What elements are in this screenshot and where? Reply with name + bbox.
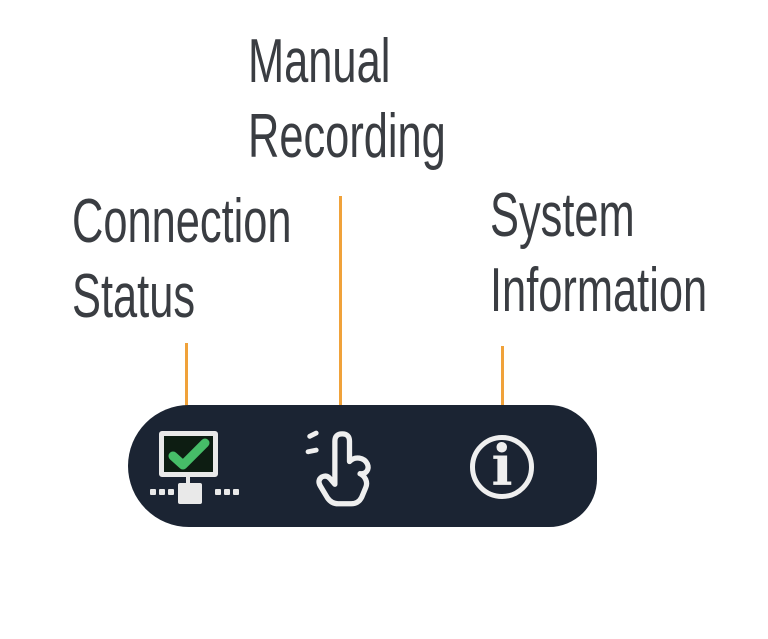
tap-hand-icon [305, 430, 371, 507]
network-dot [168, 489, 174, 495]
callout-text-line: Connection [72, 187, 292, 256]
callout-text-line: Status [72, 262, 196, 331]
callout-text-line: Information [490, 256, 708, 325]
network-dot [224, 489, 230, 495]
leader-line-system-information [501, 346, 504, 406]
info-glyph: i [491, 433, 513, 499]
network-dot [215, 489, 221, 495]
leader-line-manual-recording [339, 196, 342, 406]
manual-recording-button[interactable] [294, 419, 394, 515]
callout-text-line: Recording [248, 102, 446, 171]
monitor-stand [186, 477, 190, 485]
info-circle-icon: i [470, 435, 534, 499]
callout-label-manual-recording: Manual Recording [248, 24, 446, 174]
connection-status-button[interactable] [138, 423, 244, 515]
monitor-icon [159, 431, 218, 477]
network-node [178, 483, 202, 504]
callout-text-line: Manual [248, 27, 391, 96]
network-dot [159, 489, 165, 495]
toolbar: i [128, 405, 597, 527]
network-dot [150, 489, 156, 495]
callout-text-line: System [490, 181, 635, 250]
callout-label-system-information: System Information [490, 178, 707, 328]
system-information-button[interactable]: i [460, 425, 544, 509]
network-dot [233, 489, 239, 495]
check-icon [168, 438, 210, 470]
callout-label-connection-status: Connection Status [72, 184, 292, 334]
leader-line-connection-status [185, 343, 188, 406]
